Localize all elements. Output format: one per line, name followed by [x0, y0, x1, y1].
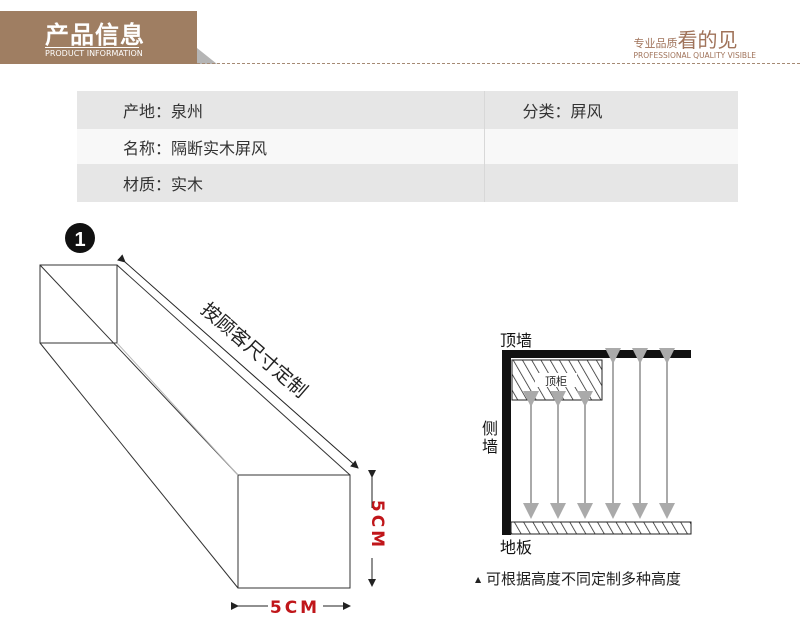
width-label: 5CM	[270, 598, 320, 618]
back-face	[39, 264, 118, 344]
front-face	[237, 474, 351, 589]
triangle-icon: ▲	[475, 575, 482, 584]
spec-empty	[484, 129, 738, 164]
height-label: 5CM	[367, 500, 387, 550]
top-wall-label: 顶墙	[500, 331, 532, 350]
svg-text:1: 1	[74, 229, 85, 251]
side-wall	[502, 350, 511, 535]
header-corner-shape	[197, 48, 217, 64]
top-wall	[502, 350, 691, 358]
length-dimension-arrow	[117, 254, 359, 469]
table-row: 产地：泉州分类：屏风	[77, 91, 738, 129]
wall-diagram: 顶柜 顶墙 地板	[500, 331, 692, 557]
note-text: 可根据高度不同定制多种高度	[485, 570, 681, 588]
spec-material: 材质：实木	[77, 164, 485, 202]
spec-origin: 产地：泉州	[77, 91, 485, 129]
tagline-english: PROFESSIONAL QUALITY VISIBLE	[633, 51, 756, 60]
tagline-small: 专业品质	[633, 37, 678, 50]
height-note: ▲ 可根据高度不同定制多种高度	[475, 568, 681, 589]
section-title: 产品信息	[45, 21, 145, 49]
tagline-big: 看的见	[677, 28, 738, 52]
spec-empty	[484, 164, 738, 202]
table-row: 材质：实木	[77, 164, 738, 202]
spec-category: 分类：屏风	[484, 91, 738, 129]
length-label: 按顾客尺寸定制	[197, 299, 312, 403]
box-diagram	[39, 264, 351, 589]
floor-label: 地板	[500, 538, 532, 557]
section-header: 产品信息 PRODUCT INFORMATION	[0, 11, 197, 64]
table-row: 名称：隔断实木屏风	[77, 129, 738, 164]
tagline: 专业品质看的见 PROFESSIONAL QUALITY VISIBLE	[634, 24, 756, 60]
dashed-divider	[197, 63, 800, 64]
section-subtitle: PRODUCT INFORMATION	[45, 49, 143, 58]
step-number-badge	[65, 223, 95, 253]
top-cabinet-label: 顶柜	[545, 375, 567, 388]
side-wall-label: 侧墙	[482, 419, 499, 456]
spec-name: 名称：隔断实木屏风	[77, 129, 485, 164]
floor	[510, 521, 692, 535]
spec-table: 产地：泉州分类：屏风 名称：隔断实木屏风 材质：实木	[77, 91, 738, 202]
